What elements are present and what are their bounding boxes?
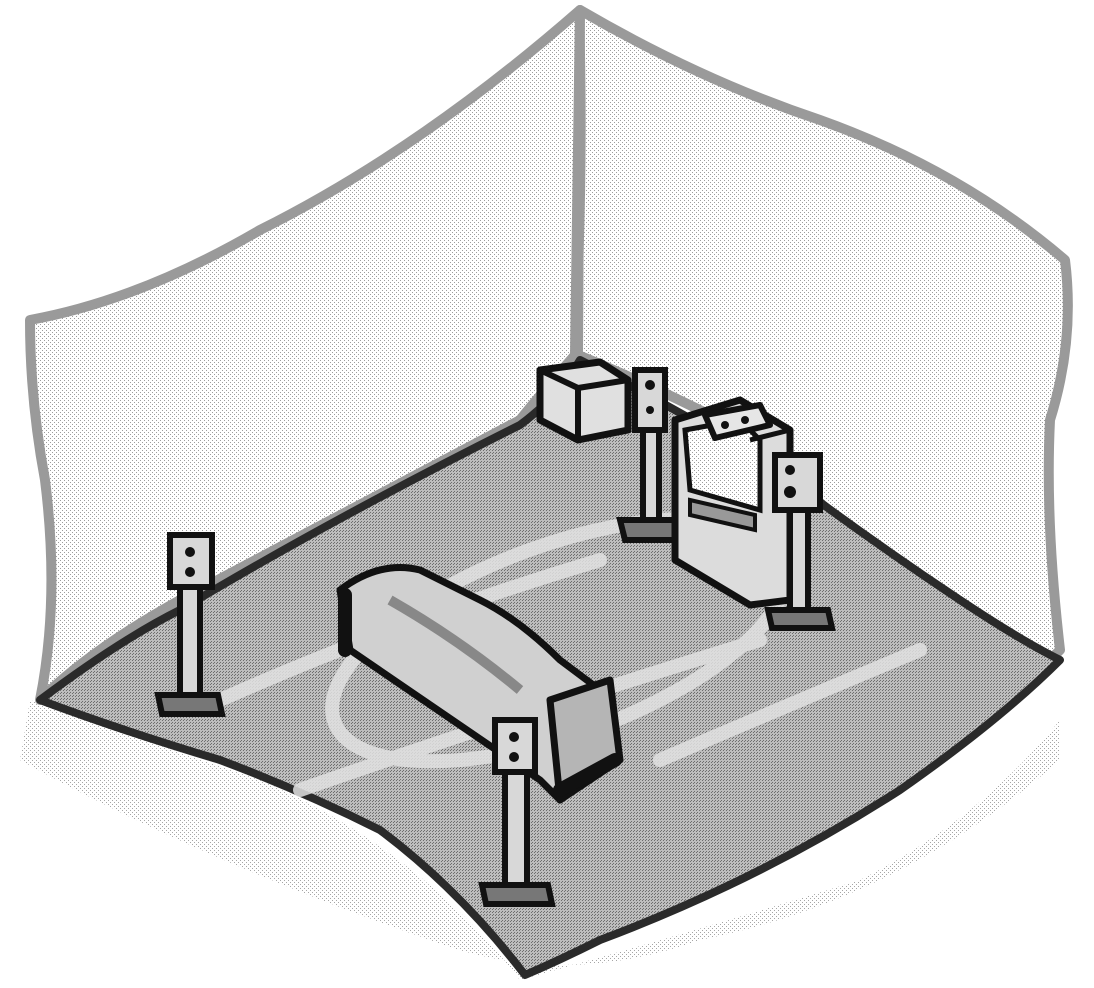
wall-corner (571, 11, 586, 356)
floor-shadow (20, 700, 1060, 980)
sofa (336, 564, 624, 804)
front-right-speaker (764, 452, 836, 631)
rear-left-speaker (154, 532, 226, 717)
center-speaker (702, 402, 773, 441)
tv-cabinet (671, 396, 794, 609)
subwoofer (536, 358, 632, 444)
rear-right-speaker (478, 717, 556, 907)
